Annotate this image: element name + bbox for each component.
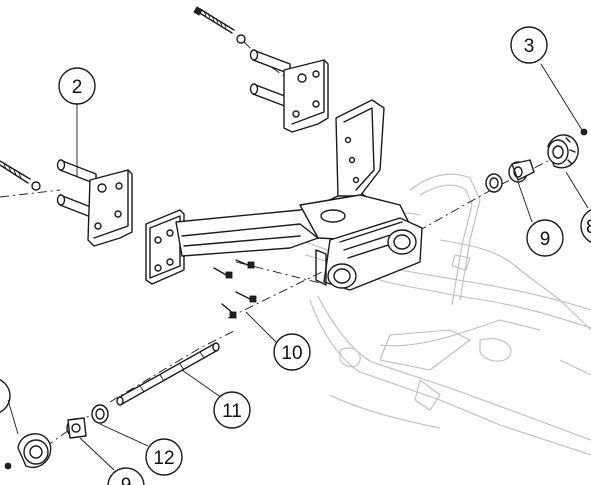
callout-9: 9 [526, 219, 564, 257]
crossmember-frame [145, 99, 423, 291]
callout-12: 12 [145, 438, 183, 476]
callout-9-lower-label: 9 [121, 475, 132, 485]
callout-8-circle [580, 209, 591, 243]
leader-lines [7, 63, 589, 471]
pivot-shaft [116, 342, 220, 406]
lower-left-hub-assembly [4, 404, 109, 470]
callout-label: 11 [222, 401, 242, 422]
left-mount-plate [0, 159, 133, 247]
upper-mount-plate [193, 6, 329, 133]
callout-label: 2 [72, 77, 83, 98]
right-hub-assembly [485, 128, 588, 193]
callout-8-label: 8 [586, 217, 591, 238]
callout-11: 11 [213, 391, 251, 429]
callout-10: 10 [273, 333, 311, 371]
callout-edge-circle [0, 379, 11, 413]
callout-9b-circle [107, 467, 145, 485]
callout-label: 12 [153, 448, 174, 469]
callout-label: 9 [540, 229, 551, 250]
callout-label: 10 [281, 343, 302, 364]
callout-2: 2 [58, 67, 96, 105]
callout-3: 3 [510, 26, 548, 64]
small-bolts [213, 259, 257, 319]
callout-label: 3 [524, 36, 535, 57]
